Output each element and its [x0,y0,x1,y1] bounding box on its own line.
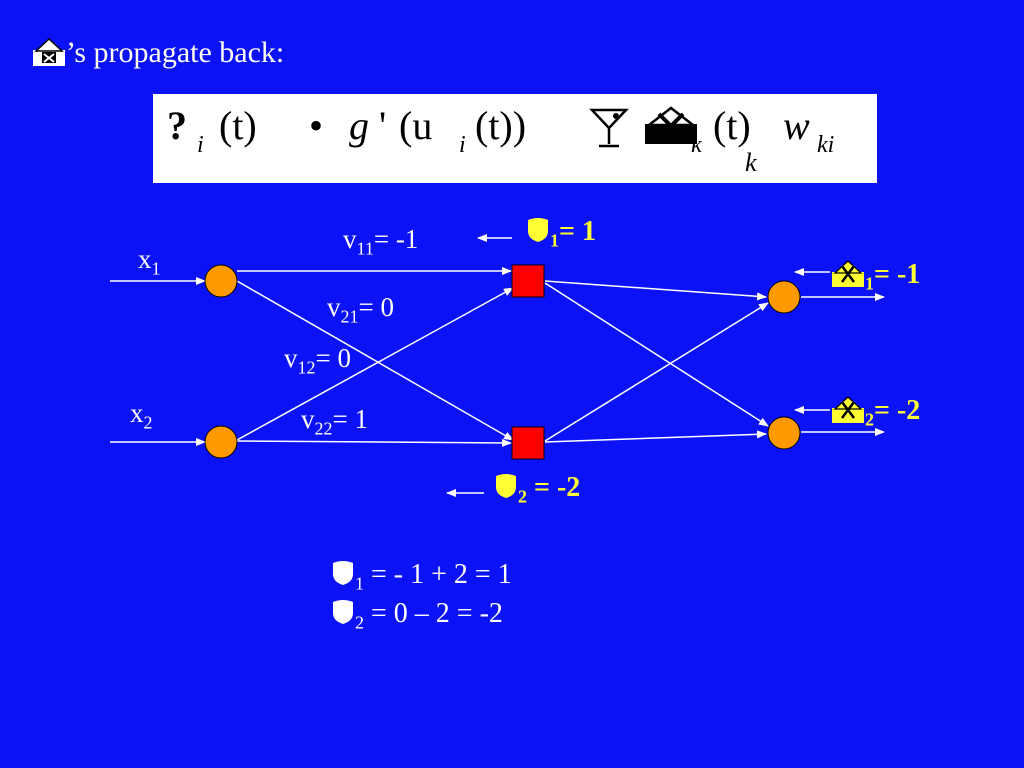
sigma-icon [589,108,629,148]
delta-shield-icon [333,600,353,624]
w-sub: ki [817,132,835,158]
delta-k-arg: (t) [713,103,751,148]
hidden-node-2 [511,426,545,460]
formula-box: ? i (t) • g ' (u i (t)) k k (t) w ki [153,94,877,183]
slide-title-text: ’s propagate back: [66,36,285,69]
slide-title: ’s propagate back: [32,34,284,70]
edge-h2-o2 [544,430,767,443]
delta-shield-icon [333,561,353,585]
hidden-delta-2: 2 = -2 [494,472,580,508]
u-sub: i [459,132,466,158]
u-open: (u [399,103,433,148]
u-arg: (t)) [475,103,527,148]
delta-shield-icon [496,474,516,498]
hidden-delta-1: 1= 1 [526,216,596,252]
weight-label-v12: v12= 0 [284,343,351,378]
delta-i-sub: i [197,132,204,158]
delta-k-sub: k [691,132,702,158]
edge-v22 [236,438,512,447]
input-node-1 [204,264,238,298]
w-symbol: w [783,103,810,148]
weight-label-v22: v22= 1 [301,404,368,439]
delta-i-arg: (t) [219,103,257,148]
output-node-1 [767,280,801,314]
house-icon [33,37,65,66]
weight-label-v11: v11= -1 [343,224,419,259]
edge-v12 [236,287,514,441]
input-label-x2: x2 [130,398,153,433]
delta-k-house-icon [645,106,697,144]
delta-i-glyph: ? [167,103,187,148]
input-node-2 [204,425,238,459]
g-prime: ' [379,103,387,148]
edge-h1-o1 [544,280,767,301]
sum-index: k [745,148,757,177]
house-icon [832,260,864,287]
g-symbol: g [349,103,369,148]
output-delta-2: 2= -2 [831,394,920,431]
output-node-2 [767,416,801,450]
equation-delta-1: 1 = - 1 + 2 = 1 [331,559,512,595]
house-icon [832,396,864,423]
weight-label-v21: v21= 0 [327,292,394,327]
equation-delta-2: 2 = 0 – 2 = -2 [331,598,503,634]
output-delta-1: 1= -1 [831,258,920,295]
edge-h2-o1 [544,302,769,442]
edge-h1-o2 [544,282,769,427]
delta-shield-icon [528,218,548,242]
edge-v21 [236,280,514,441]
hidden-node-1 [511,264,545,298]
dot-operator: • [309,103,324,148]
input-label-x1: x1 [138,244,161,279]
